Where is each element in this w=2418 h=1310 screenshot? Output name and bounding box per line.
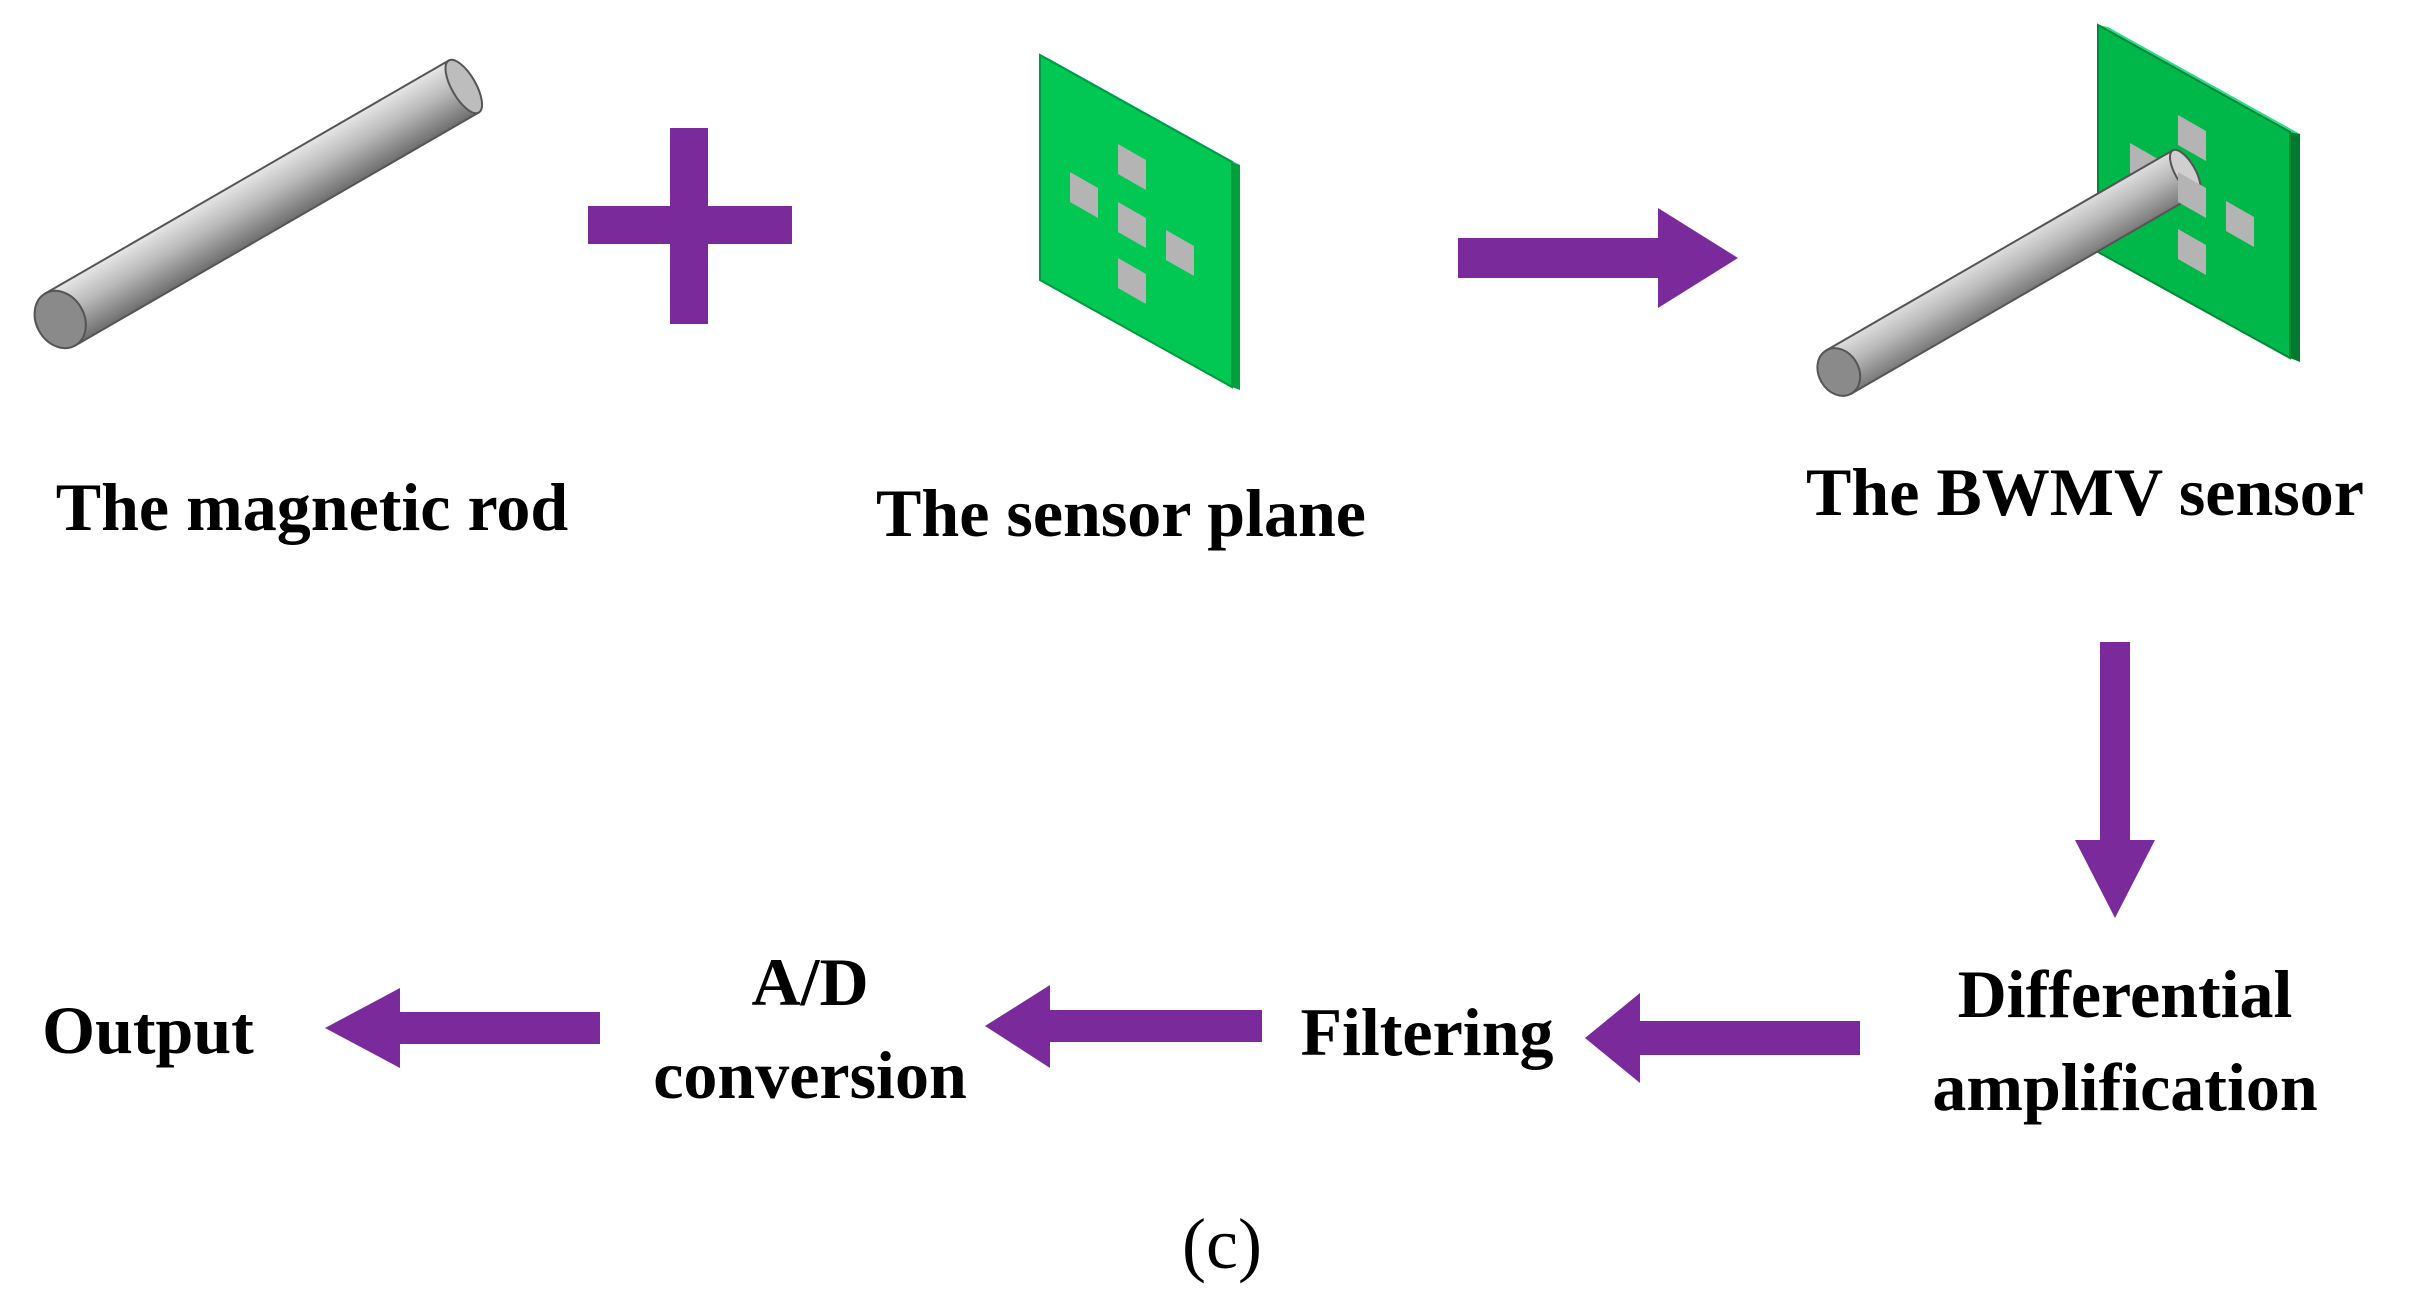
sensor-pad xyxy=(2226,201,2254,247)
arrow-left-icon xyxy=(325,988,600,1068)
sensor-pad xyxy=(1166,230,1194,276)
sensor-pad xyxy=(2178,172,2206,218)
bwmv-sensor-image xyxy=(1816,23,2300,397)
arrow-right-icon xyxy=(1458,208,1738,308)
plus-icon xyxy=(588,128,792,324)
differential-amplification-label-line1: Differential xyxy=(1958,956,2293,1032)
sensor-pad xyxy=(1118,202,1146,248)
sensor-plane-label: The sensor plane xyxy=(876,475,1366,551)
arrow-left-icon xyxy=(985,985,1262,1068)
figure-caption: (c) xyxy=(1182,1204,1262,1284)
bwmv-sensor-label: The BWMV sensor xyxy=(1806,454,2364,530)
ad-conversion-label-line1: A/D xyxy=(751,944,868,1020)
sensor-pad xyxy=(1118,144,1146,190)
sensor-pad xyxy=(1118,258,1146,304)
ad-conversion-label-line2: conversion xyxy=(653,1037,967,1113)
output-label: Output xyxy=(42,992,254,1068)
sensor-pad xyxy=(2178,229,2206,275)
differential-amplification-label-line2: amplification xyxy=(1932,1049,2317,1125)
magnetic-rod-image xyxy=(33,58,484,350)
arrow-left-icon xyxy=(1585,993,1860,1083)
filtering-label: Filtering xyxy=(1300,994,1553,1070)
sensor-pad xyxy=(2178,115,2206,161)
arrow-down-icon xyxy=(2075,642,2155,918)
sensor-plane-image xyxy=(1039,53,1240,390)
sensor-pad xyxy=(1070,172,1098,218)
magnetic-rod-label: The magnetic rod xyxy=(56,469,569,545)
